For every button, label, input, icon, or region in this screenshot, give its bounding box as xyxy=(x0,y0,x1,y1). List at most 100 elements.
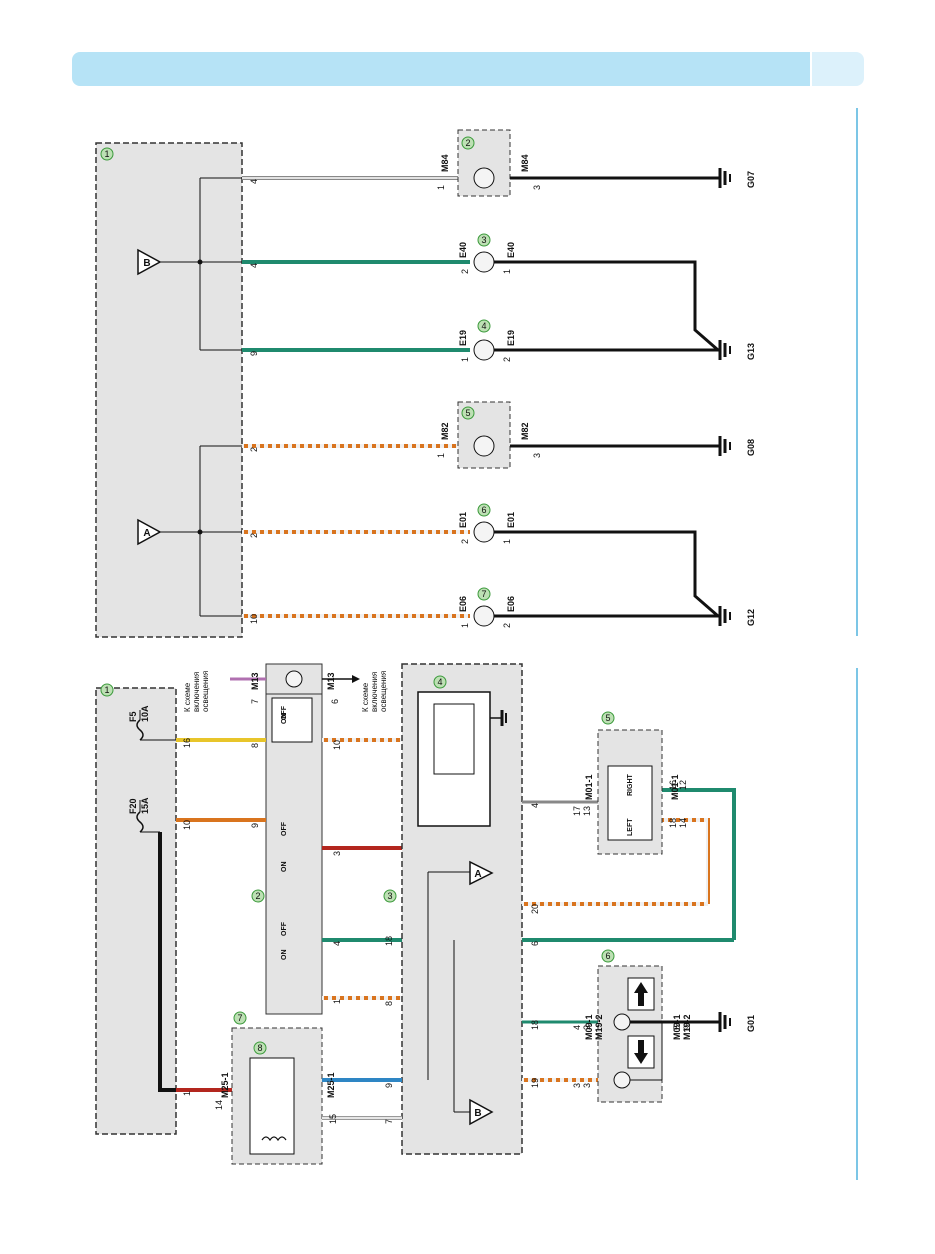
note-left: К схеме включения освещения xyxy=(183,671,210,712)
pin-sb-9: 9 xyxy=(384,1083,394,1088)
m84-callout-text: 2 xyxy=(465,138,470,148)
pin-sw-3: 3 xyxy=(332,851,342,856)
e40-pin-out: 1 xyxy=(502,269,512,274)
ref-b-triangle xyxy=(137,248,162,276)
m09-pin-2: 2 xyxy=(582,1025,592,1030)
ground-symbol-g12 xyxy=(718,606,731,626)
note-right-line3: освещения xyxy=(379,671,388,712)
m25-label-in: M25-1 xyxy=(220,1072,230,1098)
pin-sw-10: 10 xyxy=(332,740,342,750)
m82-label-out: M82 xyxy=(520,422,530,440)
note-left-line2: включения xyxy=(192,672,201,712)
pin-m84-panel: 4 xyxy=(249,179,259,184)
e06-callout xyxy=(477,587,491,601)
m82-pin-out: 3 xyxy=(532,453,542,458)
m19-name-in: M19-2 xyxy=(594,1014,604,1040)
pin-sb-8: 8 xyxy=(384,1001,394,1006)
relay-callout: 8 xyxy=(257,1043,262,1053)
m82-callout xyxy=(461,406,475,420)
switch-block xyxy=(265,693,323,1015)
ref-b-triangle-lower xyxy=(469,1098,494,1126)
fuse-f5-symbol xyxy=(136,719,144,741)
pin-f5: 16 xyxy=(182,738,192,748)
pin-e06-panel: 10 xyxy=(249,614,259,624)
relay-unit xyxy=(249,1057,295,1155)
ref-b-label: B xyxy=(143,258,150,269)
m01-label-out: M01-1 xyxy=(670,774,680,800)
pin-sb-19: 19 xyxy=(530,1078,540,1088)
e01-pin-in: 2 xyxy=(460,539,470,544)
m84-pin-in: 1 xyxy=(436,185,446,190)
e40-label-in: E40 xyxy=(458,242,468,258)
pin-sb-4: 4 xyxy=(530,803,540,808)
ground-g01-label: G01 xyxy=(746,1015,756,1032)
pin-sb-6: 6 xyxy=(530,941,540,946)
upper-box-callout: 1 xyxy=(104,149,109,159)
ref-b-label-lower: B xyxy=(474,1108,481,1119)
m09-pin-5: 5 xyxy=(672,1025,682,1030)
lower-diagram: 1 F5 10A F20 15A К схеме включения освещ… xyxy=(95,663,756,1165)
pin-m82-panel: 2 xyxy=(249,447,259,452)
e40-callout xyxy=(477,233,491,247)
pin-sb-18b: 18 xyxy=(384,936,394,946)
e40-label-out: E40 xyxy=(506,242,516,258)
m01-pin-13: 13 xyxy=(582,806,592,816)
ref-a-triangle-lower xyxy=(469,860,494,886)
pin-sw-1: 1 xyxy=(332,999,342,1004)
fuse-box-callout: 1 xyxy=(104,685,109,695)
e19-callout xyxy=(477,319,491,333)
header-band xyxy=(72,52,810,86)
ground-g12-label: G12 xyxy=(746,609,756,626)
flasher-callout: 4 xyxy=(437,677,442,687)
m25-label-out: M25-1 xyxy=(326,1072,336,1098)
note-right-line2: включения xyxy=(370,672,379,712)
pin-f20: 10 xyxy=(182,820,192,830)
e01-callout xyxy=(477,503,491,517)
fuse-f5-name: F5 xyxy=(128,711,138,722)
m13-label-left: M13 xyxy=(250,672,260,690)
m25-pin-15: 15 xyxy=(328,1114,338,1124)
switch-block-callout: 2 xyxy=(255,891,260,901)
ground-g08-label: G08 xyxy=(746,439,756,456)
note-right: К схеме включения освещения xyxy=(361,671,388,712)
e06-callout-text: 7 xyxy=(481,589,486,599)
m09-name-in: M09-1 xyxy=(584,1014,594,1040)
e06-pin-out: 2 xyxy=(502,623,512,628)
switch-hazard-on: ON xyxy=(281,714,288,725)
fuse-box xyxy=(95,687,177,1135)
e19-label-out: E19 xyxy=(506,330,516,346)
ref-a-label-lower: A xyxy=(474,869,481,880)
e19-label-in: E19 xyxy=(458,330,468,346)
switch-lower-off: OFF xyxy=(281,921,288,936)
e19-callout-text: 4 xyxy=(481,321,486,331)
pin-e01-panel: 2 xyxy=(249,533,259,538)
e40-callout-text: 3 xyxy=(481,235,486,245)
note-left-line3: освещения xyxy=(201,671,210,712)
m09-callout: 6 xyxy=(605,951,610,961)
e01-callout-text: 6 xyxy=(481,505,486,515)
m25-callout: 7 xyxy=(237,1013,242,1023)
wire-20-up xyxy=(660,818,710,904)
m01-callout: 5 xyxy=(605,713,610,723)
ground-symbol-g13 xyxy=(718,340,731,360)
switch-hazard-off: OFF xyxy=(281,705,288,720)
pin-sw-9: 9 xyxy=(250,823,260,828)
m13-label-right: M13 xyxy=(326,672,336,690)
m19-name-out: M19-2 xyxy=(682,1014,692,1040)
note-left-line1: К схеме xyxy=(183,682,192,712)
e19-pin-out: 2 xyxy=(502,357,512,362)
upper-diagram: 1 B A 4 4 9 2 2 10 xyxy=(95,129,756,638)
m82-label-in: M82 xyxy=(440,422,450,440)
m09-pin-3a: 3 xyxy=(572,1083,582,1088)
m01-pin-12: 12 xyxy=(678,780,688,790)
switch-hazard xyxy=(271,697,313,743)
pin-e19-panel: 9 xyxy=(249,351,259,356)
e19-pin-in: 1 xyxy=(460,357,470,362)
m09-name-out: M09-1 xyxy=(672,1014,682,1040)
e01-label-in: E01 xyxy=(458,512,468,528)
pin-sw-8: 8 xyxy=(250,743,260,748)
fuse-f20-symbol xyxy=(136,811,144,833)
switch-turn-on: ON xyxy=(281,862,288,873)
m84-pin-out: 3 xyxy=(532,185,542,190)
